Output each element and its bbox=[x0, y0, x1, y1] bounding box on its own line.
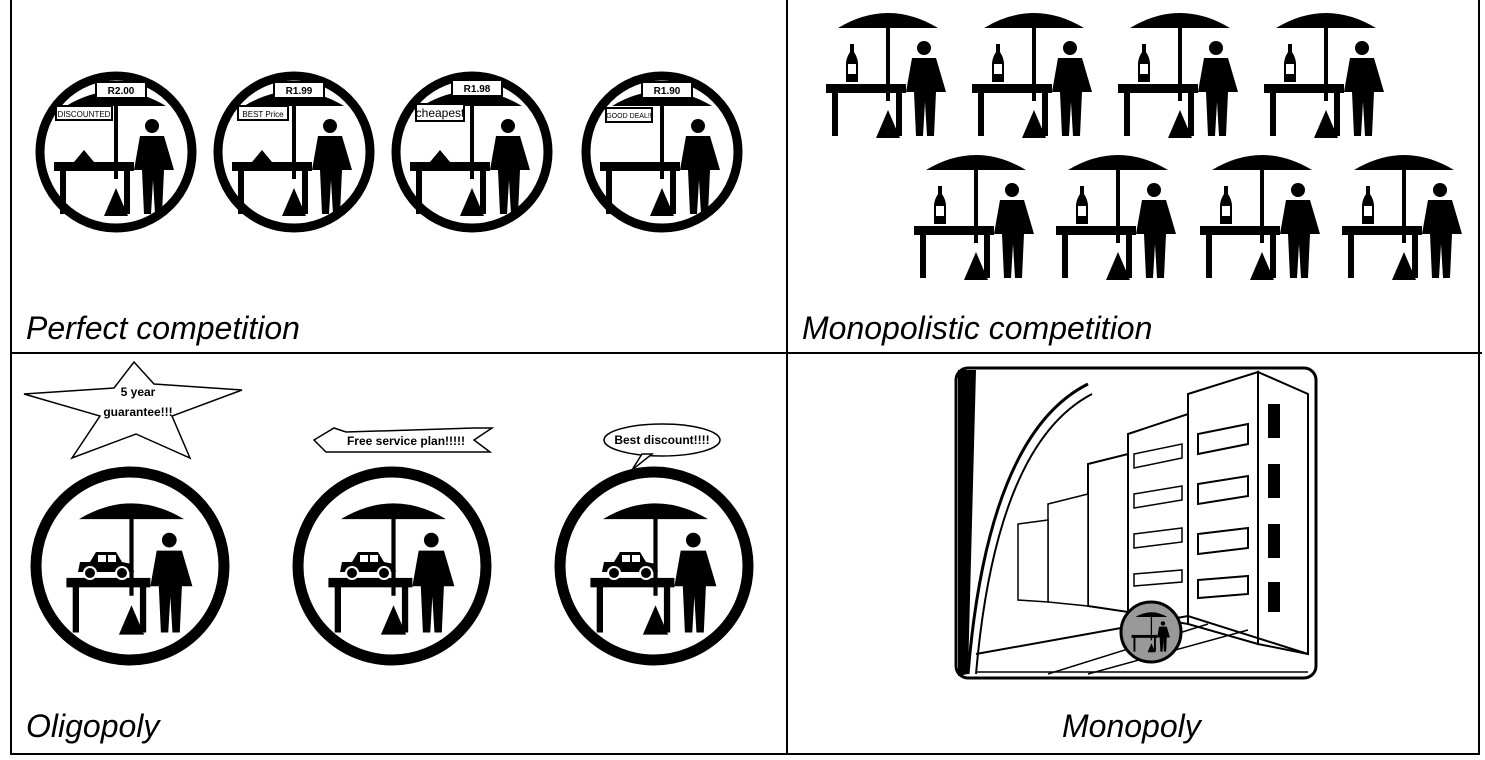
stall-price-label: R1.99 bbox=[286, 86, 313, 97]
bubble-text: guarantee!!! bbox=[103, 405, 172, 419]
stall-icon bbox=[292, 466, 492, 666]
stall-icon: R2.00 DISCOUNTED bbox=[35, 71, 197, 233]
stall-icon: R1.98 cheapest bbox=[391, 71, 553, 233]
bubble-text: 5 year bbox=[121, 385, 156, 399]
stall-icon bbox=[1342, 155, 1462, 280]
panel-monopoly: Monopoly bbox=[788, 354, 1480, 753]
monopoly-illustration bbox=[954, 366, 1318, 680]
oligopoly-illustration: 5 year guarantee!!! Free service plan!!!… bbox=[23, 360, 754, 666]
bubble-text: Best discount!!!! bbox=[614, 433, 709, 447]
stall-price-label: R2.00 bbox=[108, 86, 135, 97]
caption-perfect-competition: Perfect competition bbox=[26, 310, 300, 346]
monopoly-stall-icon bbox=[1119, 600, 1183, 664]
monopolistic-competition-illustration bbox=[826, 13, 1462, 280]
panel-monopolistic-competition: Monopolistic competition bbox=[788, 0, 1480, 352]
stall-icon bbox=[30, 466, 230, 666]
bubble-text: Free service plan!!!!! bbox=[347, 434, 465, 448]
speech-bubble-oval: Best discount!!!! bbox=[603, 423, 721, 471]
stall-icon bbox=[554, 466, 754, 666]
stall-icon bbox=[1264, 13, 1384, 138]
market-structure-grid: R2.00 DISCOUNTED R1.99 BEST Price R1 bbox=[10, 0, 1482, 755]
panel-oligopoly: 5 year guarantee!!! Free service plan!!!… bbox=[12, 354, 786, 753]
stall-sign-label: GOOD DEAL!! bbox=[606, 113, 652, 120]
stall-icon bbox=[1118, 13, 1238, 138]
grid-vertical-divider bbox=[786, 0, 788, 755]
stall-sign-label: DISCOUNTED bbox=[58, 110, 111, 119]
panel-perfect-competition: R2.00 DISCOUNTED R1.99 BEST Price R1 bbox=[12, 0, 786, 352]
grid-horizontal-divider bbox=[12, 352, 1482, 354]
stall-icon bbox=[1056, 155, 1176, 280]
speech-bubble-zigzag: Free service plan!!!!! bbox=[312, 427, 495, 453]
caption-oligopoly: Oligopoly bbox=[26, 708, 160, 744]
stall-icon bbox=[972, 13, 1092, 138]
stall-icon: R1.90 GOOD DEAL!! bbox=[581, 71, 743, 233]
stall-icon bbox=[1200, 155, 1320, 280]
stall-icon: R1.99 BEST Price bbox=[213, 71, 375, 233]
perfect-competition-illustration: R2.00 DISCOUNTED R1.99 BEST Price R1 bbox=[35, 71, 743, 233]
caption-monopolistic-competition: Monopolistic competition bbox=[802, 310, 1153, 346]
caption-monopoly: Monopoly bbox=[1062, 708, 1201, 744]
stall-icon bbox=[826, 13, 946, 138]
stall-sign-label: cheapest bbox=[416, 106, 465, 120]
stall-sign-label: BEST Price bbox=[242, 110, 284, 119]
stall-price-label: R1.98 bbox=[464, 84, 491, 95]
stall-price-label: R1.90 bbox=[654, 86, 681, 97]
speech-bubble-star: 5 year guarantee!!! bbox=[23, 360, 243, 460]
stall-icon bbox=[914, 155, 1034, 280]
